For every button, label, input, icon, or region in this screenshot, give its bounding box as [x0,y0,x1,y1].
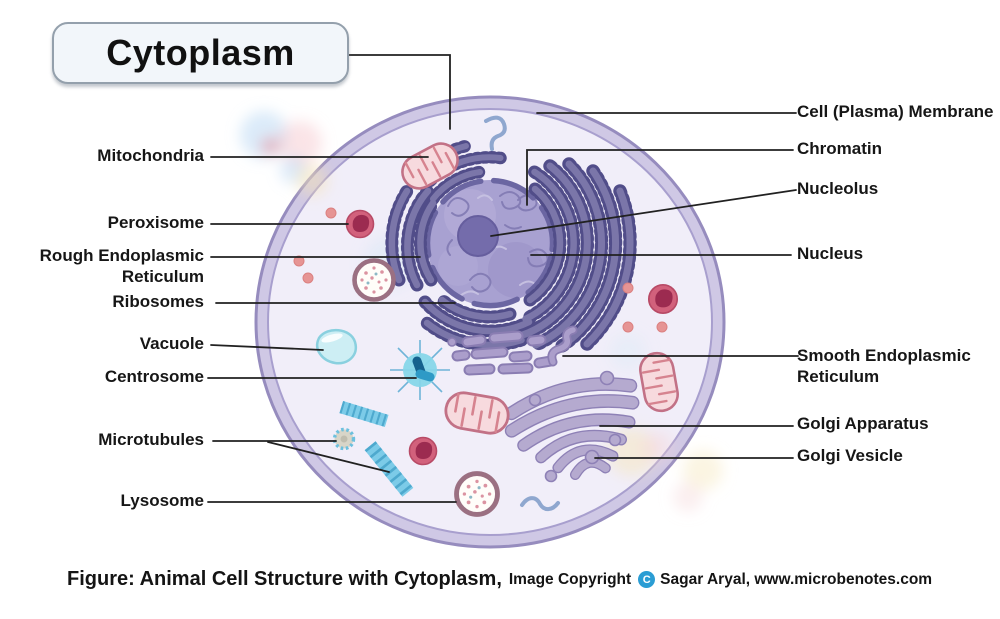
leader-cytoplasm [346,54,451,130]
peroxisome-3 [408,436,438,466]
smooth-endoplasmic-reticulum [447,325,578,376]
nucleolus [457,215,499,257]
leader-microtubules-b [267,441,390,473]
leader-nucleolus [490,189,797,237]
peroxisome-2 [647,283,679,315]
microtubules [332,407,408,492]
golgi-vesicles [528,370,622,483]
rough-endoplasmic-reticulum [385,139,637,353]
title-cytoplasm: Cytoplasm [52,22,349,84]
label-vacuole: Vacuole [139,334,204,353]
lysosome-1 [355,261,394,300]
caption-credit-text: Sagar Aryal, www.microbenotes.com [660,570,933,588]
golgi-apparatus [504,370,640,483]
label-nucleolus: Nucleolus [797,179,879,198]
label-lysosome: Lysosome [120,491,204,510]
label-centrosome: Centrosome [104,367,204,386]
label-chromatin: Chromatin [797,139,882,158]
caption-copyright-text: Image Copyright [508,570,632,588]
leader-chromatin [526,149,794,206]
microtubule-cross-section [332,427,356,451]
caption-figure-text: Figure: Animal Cell Structure with Cytop… [67,568,502,590]
label-rough-er: Rough Endoplasmic Reticulum [39,246,204,286]
label-microtubules: Microtubules [98,430,204,449]
peroxisome-1 [345,209,375,239]
centrosome [390,340,450,400]
cytoplasm-threads [484,115,560,512]
copyright-badge-icon: C [638,571,656,588]
label-smooth-er: Smooth Endoplasmic Reticulum [797,346,971,386]
label-golgi-vesicle: Golgi Vesicle [797,446,903,465]
label-cell-membrane: Cell (Plasma) Membrane [797,102,994,121]
label-ribosomes: Ribosomes [112,292,204,311]
figure-caption: Figure: Animal Cell Structure with Cytop… [67,568,932,591]
label-mitochondria: Mitochondria [97,146,204,165]
label-peroxisome: Peroxisome [107,213,204,232]
leader-lines [207,54,799,503]
leader-vacuole [210,344,324,351]
vacuole [316,329,358,365]
title-text: Cytoplasm [106,32,295,73]
nuclear-envelope [424,177,556,309]
label-nucleus: Nucleus [797,244,864,263]
nucleus [424,177,556,309]
label-golgi-apparatus: Golgi Apparatus [797,414,929,433]
lysosome-2 [457,474,498,515]
